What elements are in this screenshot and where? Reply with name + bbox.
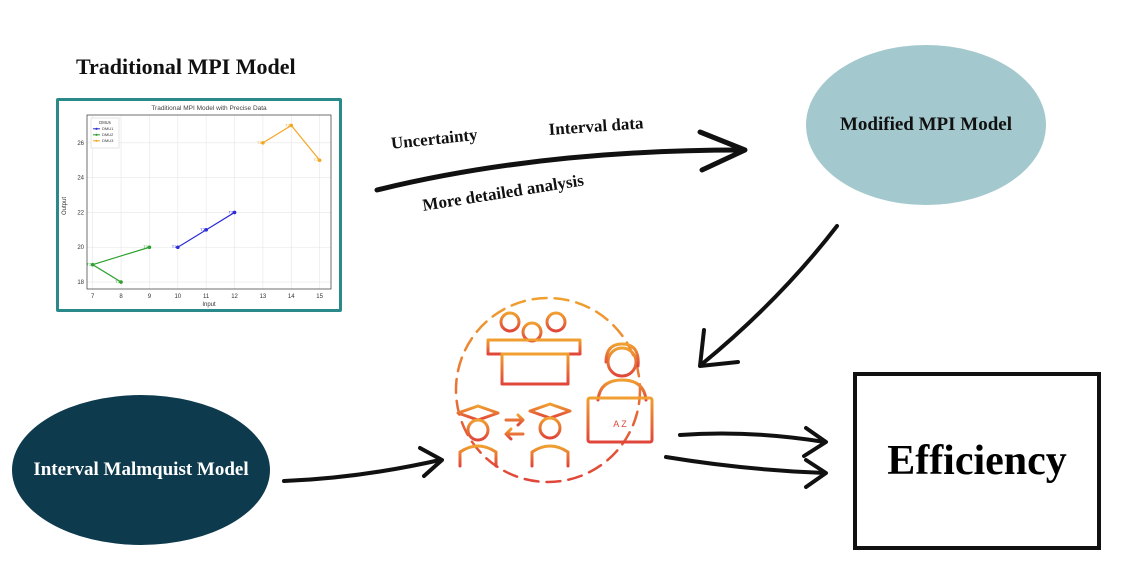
data-point [261,141,265,145]
chart-title: Traditional MPI Model with Precise Data [151,105,267,112]
point-label: T1 [172,244,177,249]
legend-title: DMUs [99,120,111,125]
x-tick-label: 9 [148,294,152,300]
y-tick-label: 22 [77,210,84,216]
chart-x-label: Input [202,302,216,308]
traditional-mpi-chart: Traditional MPI Model with Precise Data … [56,98,342,312]
legend-marker [95,139,98,142]
legend-marker [95,133,98,136]
point-label: T2 [200,227,205,232]
data-point [204,228,208,232]
plot-frame [86,114,332,290]
x-tick-label: 12 [231,294,238,300]
x-tick-label: 14 [288,294,295,300]
legend-entry: DMU3 [102,138,114,143]
x-tick-label: 7 [91,294,95,300]
data-point [317,158,322,163]
point-label: T3 [229,209,234,214]
point-label: T2 [87,262,92,267]
traditional-mpi-title: Traditional MPI Model [76,54,296,79]
arrow-icon [282,446,444,483]
y-tick-label: 26 [77,141,84,147]
data-point [90,262,95,267]
efficiency-node: Efficiency [853,372,1101,550]
modified-mpi-node: Modified MPI Model [806,45,1046,205]
x-tick-label: 10 [174,294,181,300]
efficiency-label: Efficiency [887,438,1067,484]
arrow-icon [374,129,748,193]
chart-y-label: Output [62,197,68,215]
arrow-icon [678,426,828,458]
chart-axes: 7 8 9 10 11 12 13 14 15 18 20 22 24 26 [77,114,332,300]
y-tick-label: 24 [77,176,84,182]
x-tick-label: 15 [316,294,323,300]
data-point [232,210,237,215]
svg-text:A Z: A Z [613,419,627,429]
chart-grid [87,115,331,289]
legend-entry: DMU2 [102,132,114,137]
interval-malmquist-node: Interval Malmquist Model [12,395,270,545]
x-tick-label: 8 [119,294,123,300]
data-point [175,245,180,250]
data-point [119,280,123,284]
point-label: T3 [314,157,319,162]
legend-marker [95,127,98,130]
chart-svg: Traditional MPI Model with Precise Data … [62,105,332,308]
classroom-illustration: A Z [454,296,654,484]
y-tick-label: 18 [77,280,84,286]
x-tick-label: 11 [203,294,210,300]
arrow-icon [664,455,828,489]
interval-malmquist-label: Interval Malmquist Model [33,459,249,480]
data-point [147,245,152,250]
point-label: T1 [143,244,148,249]
y-tick-label: 20 [77,245,84,251]
point-label: T1 [257,140,262,145]
arrow-icon [698,224,839,368]
data-point [289,123,294,128]
point-label: T2 [285,122,290,127]
modified-mpi-label: Modified MPI Model [839,114,1013,135]
legend-entry: DMU1 [102,126,114,131]
point-label: T3 [115,279,120,284]
x-tick-label: 13 [260,294,267,300]
legend-box [90,117,120,149]
